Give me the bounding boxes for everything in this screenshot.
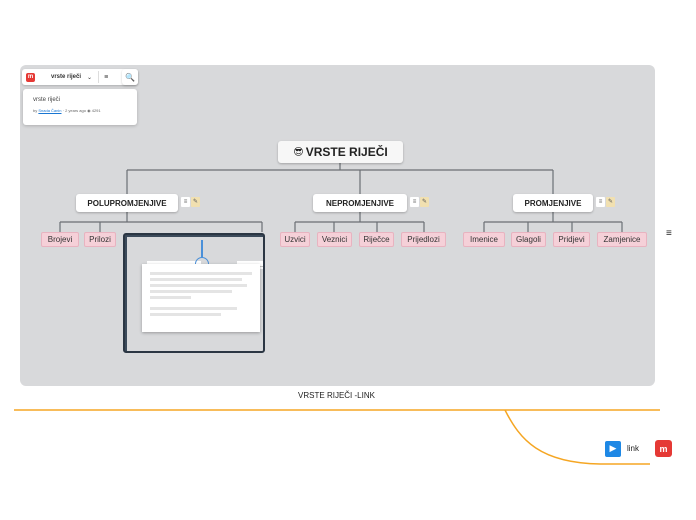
- root-node[interactable]: 😎 VRSTE RIJEČI: [278, 141, 403, 163]
- footer-link-row: ▶ link m: [605, 440, 673, 457]
- branch-label: POLUPROMJENJIVE: [87, 198, 167, 208]
- info-by: by: [33, 108, 38, 113]
- info-age: · 2 years ago: [62, 108, 86, 113]
- hamburger-menu-icon[interactable]: ≡: [666, 228, 672, 239]
- info-title: vrste riječi: [33, 97, 61, 103]
- link-label[interactable]: link: [627, 444, 640, 453]
- branch-attachments: ≡✎: [181, 197, 200, 207]
- notes-icon[interactable]: ≡: [181, 197, 190, 207]
- brand-logo-icon[interactable]: m: [655, 440, 673, 457]
- leaf-node[interactable]: Glagoli: [511, 232, 546, 247]
- leaf-node[interactable]: Uzvici: [280, 232, 310, 247]
- chevron-down-icon[interactable]: ⌄: [87, 74, 93, 81]
- sunglasses-emoji-icon: 😎: [293, 146, 304, 158]
- pointer-line: [201, 240, 203, 258]
- branch-label: PROMJENJIVE: [524, 198, 582, 208]
- link-icon[interactable]: ✎: [191, 197, 200, 207]
- leaf-node[interactable]: Pridjevi: [553, 232, 590, 247]
- leaf-node[interactable]: Prilozi: [84, 232, 116, 247]
- leaf-node[interactable]: Brojevi: [41, 232, 79, 247]
- leaf-node[interactable]: Riječce: [359, 232, 394, 247]
- hamburger-menu-icon[interactable]: ≡: [104, 73, 109, 81]
- search-button[interactable]: 🔍: [122, 69, 138, 85]
- link-icon[interactable]: ✎: [606, 197, 615, 207]
- root-node-label: VRSTE RIJEČI: [305, 145, 388, 159]
- branch-attachments: ≡✎: [596, 197, 615, 207]
- branch-label: NEPROMJENJIVE: [325, 198, 395, 208]
- leaf-node[interactable]: Veznici: [317, 232, 352, 247]
- toolbar-divider: [98, 71, 100, 83]
- leaf-node[interactable]: Prijedlozi: [401, 232, 446, 247]
- search-icon: 🔍: [125, 72, 135, 82]
- author-link[interactable]: Snada Čanin: [38, 108, 62, 113]
- embedded-preview[interactable]: POLUPROMJENJIVE NEPROMJ...: [123, 233, 265, 353]
- topic-caption: VRSTE RIJEČI -LINK: [298, 391, 375, 400]
- branch-attachments: ≡✎: [410, 197, 429, 207]
- viewer-toolbar: m vrste riječi ⌄ ≡: [22, 69, 138, 85]
- map-title[interactable]: vrste riječi: [51, 74, 82, 80]
- branch-node-promjenjive[interactable]: PROMJENJIVE: [513, 194, 593, 212]
- play-icon[interactable]: ▶: [605, 440, 621, 457]
- branch-node-polupromjenjive[interactable]: POLUPROMJENJIVE: [76, 194, 178, 212]
- preview-note-card: [142, 264, 260, 332]
- link-icon[interactable]: ✎: [420, 197, 429, 207]
- preview-canvas: POLUPROMJENJIVE NEPROMJ...: [127, 237, 263, 351]
- info-views: 4291: [91, 108, 101, 113]
- leaf-node[interactable]: Zamjenice: [597, 232, 647, 247]
- notes-icon[interactable]: ≡: [596, 197, 605, 207]
- map-info-panel: vrste riječi by Snada Čanin · 2 years ag…: [23, 89, 137, 125]
- leaf-node[interactable]: Imenice: [463, 232, 505, 247]
- notes-icon[interactable]: ≡: [410, 197, 419, 207]
- views-icon: ◉: [87, 108, 91, 113]
- branch-node-nepromjenjive[interactable]: NEPROMJENJIVE: [313, 194, 407, 212]
- info-meta: by Snada Čanin · 2 years ago ◉ 4291: [33, 108, 101, 113]
- brand-logo-icon[interactable]: m: [26, 72, 35, 82]
